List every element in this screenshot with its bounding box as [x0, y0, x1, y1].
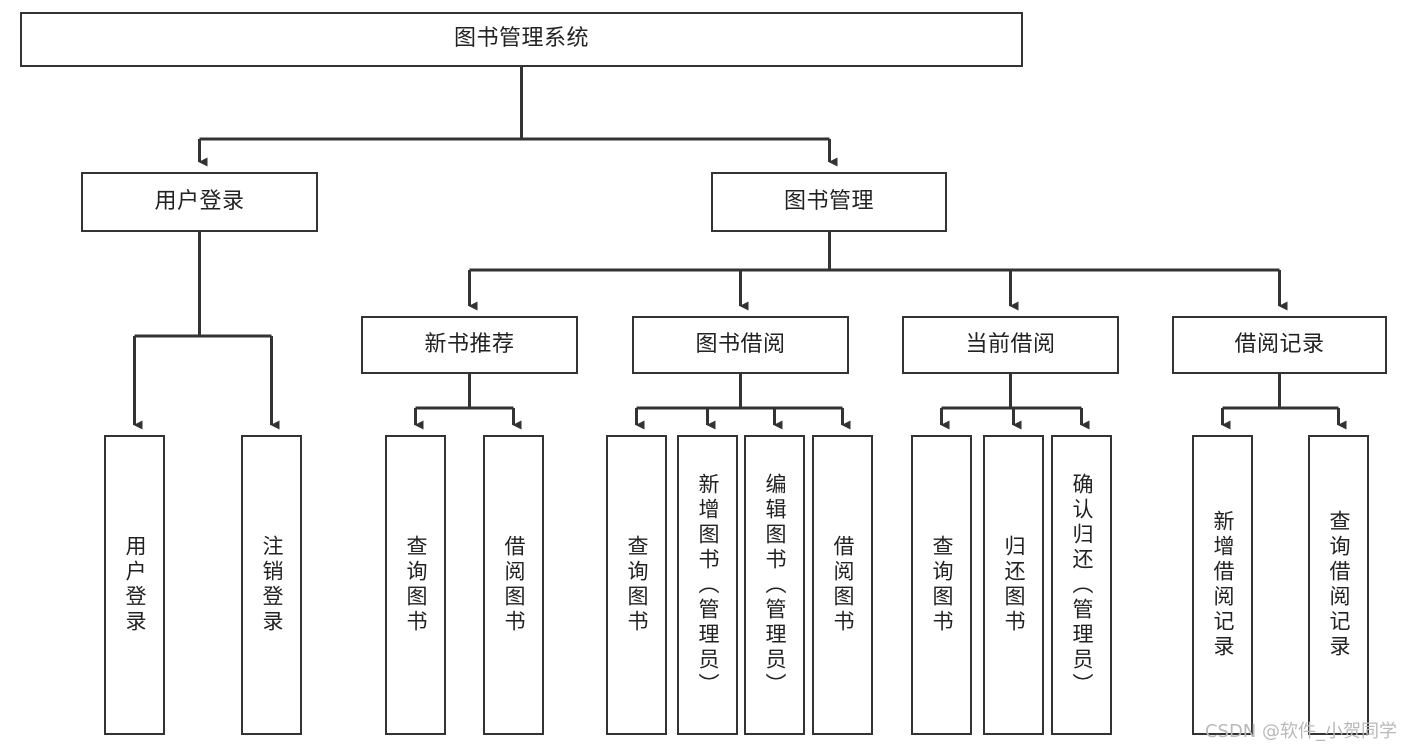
leaf-confirm-return-admin[interactable]: 确认归还（管理员） [1051, 435, 1112, 735]
leaf-borrow-book-label: 借阅图书 [831, 535, 855, 635]
leaf-borrow-book[interactable]: 借阅图书 [812, 435, 873, 735]
node-book-management[interactable]: 图书管理 [711, 172, 947, 232]
leaf-logout[interactable]: 注销登录 [241, 435, 302, 735]
leaf-add-book-admin[interactable]: 新增图书（管理员） [677, 435, 738, 735]
leaf-return-book-label: 归还图书 [1002, 535, 1026, 635]
leaf-query-book-borrow-label: 查询图书 [625, 535, 649, 635]
leaf-add-book-admin-label: 新增图书（管理员） [696, 472, 720, 698]
leaf-add-borrow-record[interactable]: 新增借阅记录 [1192, 435, 1253, 735]
node-book-borrow[interactable]: 图书借阅 [632, 316, 849, 374]
node-current-borrow-label: 当前借阅 [965, 331, 1056, 357]
leaf-user-login[interactable]: 用户登录 [104, 435, 165, 735]
leaf-edit-book-admin-label: 编辑图书（管理员） [763, 472, 787, 698]
node-new-book-recommend-label: 新书推荐 [424, 331, 515, 357]
node-user-login-label: 用户登录 [154, 188, 245, 214]
node-current-borrow[interactable]: 当前借阅 [902, 316, 1119, 374]
node-book-borrow-label: 图书借阅 [695, 331, 786, 357]
leaf-logout-label: 注销登录 [260, 535, 284, 635]
leaf-query-borrow-record-label: 查询借阅记录 [1327, 510, 1351, 660]
leaf-edit-book-admin[interactable]: 编辑图书（管理员） [744, 435, 805, 735]
leaf-query-book-new[interactable]: 查询图书 [385, 435, 446, 735]
leaf-query-book-new-label: 查询图书 [404, 535, 428, 635]
leaf-query-borrow-record[interactable]: 查询借阅记录 [1308, 435, 1369, 735]
leaf-user-login-label: 用户登录 [123, 535, 147, 635]
csdn-watermark: CSDN @软件_小贺同学 [1204, 721, 1397, 742]
node-borrow-records[interactable]: 借阅记录 [1172, 316, 1387, 374]
node-user-login[interactable]: 用户登录 [81, 172, 318, 232]
node-book-management-label: 图书管理 [783, 188, 874, 214]
node-borrow-records-label: 借阅记录 [1234, 331, 1325, 357]
leaf-confirm-return-admin-label: 确认归还（管理员） [1070, 472, 1094, 698]
leaf-borrow-book-new[interactable]: 借阅图书 [483, 435, 544, 735]
leaf-borrow-book-new-label: 借阅图书 [502, 535, 526, 635]
leaf-query-book-current[interactable]: 查询图书 [911, 435, 972, 735]
leaf-query-book-current-label: 查询图书 [930, 535, 954, 635]
leaf-return-book[interactable]: 归还图书 [983, 435, 1044, 735]
leaf-add-borrow-record-label: 新增借阅记录 [1211, 510, 1235, 660]
node-root[interactable]: 图书管理系统 [20, 12, 1023, 67]
node-root-label: 图书管理系统 [453, 26, 589, 52]
node-new-book-recommend[interactable]: 新书推荐 [361, 316, 578, 374]
leaf-query-book-borrow[interactable]: 查询图书 [606, 435, 667, 735]
